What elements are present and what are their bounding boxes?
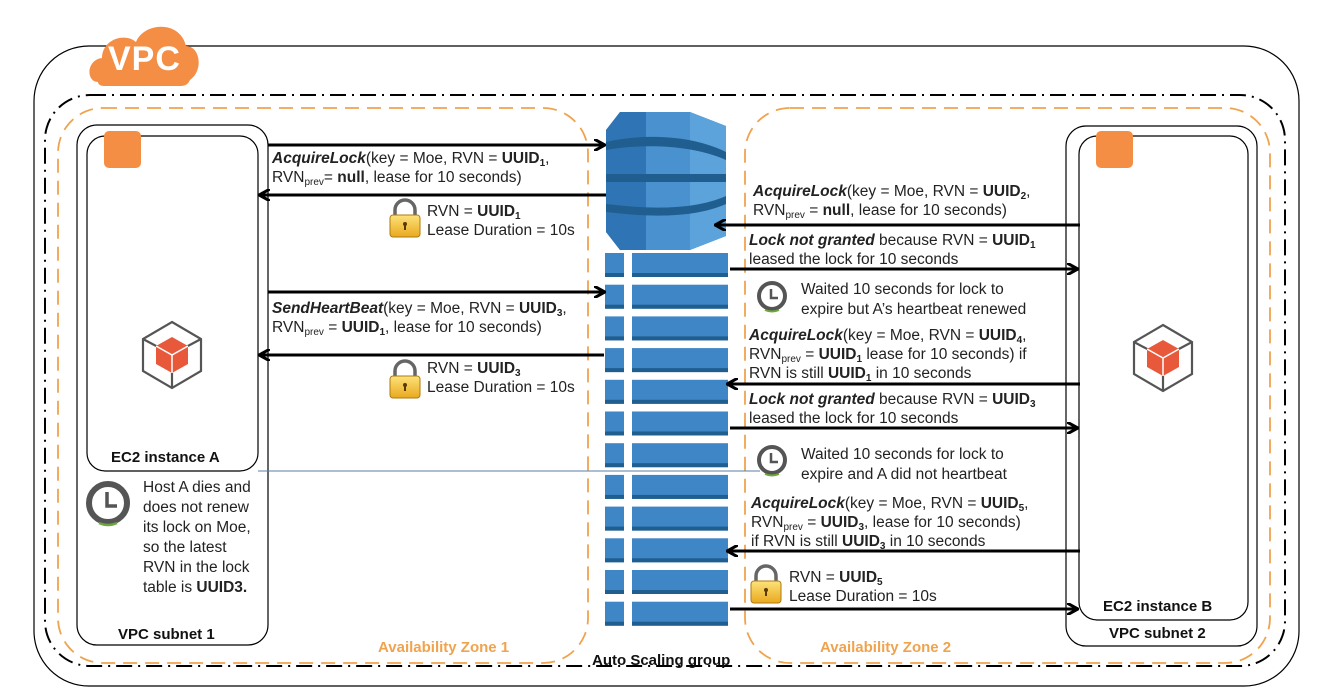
auto-scaling-group-label: Auto Scaling group — [592, 652, 731, 669]
lock-table-row — [605, 538, 728, 563]
wait-note-1: Waited 10 seconds for lock to expire but… — [801, 281, 1027, 318]
vpc-cloud-icon — [89, 26, 199, 86]
lock-table-row — [605, 379, 728, 404]
lock-table-row — [605, 411, 728, 436]
ec2-instance-a-boundary — [86, 135, 259, 472]
operation-name: AcquireLock — [749, 327, 843, 344]
availability-zone-2-boundary — [744, 107, 1271, 664]
operation-name: AcquireLock — [751, 495, 845, 512]
operation-name: AcquireLock — [753, 183, 847, 200]
lock-denied-b-1-response: Lock not granted because RVN = UUID1 lea… — [749, 232, 1036, 268]
send-heartbeat-a-message: SendHeartBeat(key = Moe, RVN = UUID3, RV… — [272, 300, 567, 338]
vpc-subnet-2-label: VPC subnet 2 — [1109, 625, 1206, 642]
subnet-2-badge-icon — [1096, 131, 1133, 168]
acquire-lock-b-1-message: AcquireLock(key = Moe, RVN = UUID2, RVNp… — [753, 183, 1031, 221]
acquire-lock-a-message: AcquireLock(key = Moe, RVN = UUID1, RVNp… — [272, 150, 550, 188]
lock-table-row — [605, 506, 728, 531]
clock-icon — [757, 445, 787, 477]
subnet-1-badge-icon — [104, 131, 141, 168]
acquire-lock-b-2-message: AcquireLock(key = Moe, RVN = UUID4, RVNp… — [749, 327, 1027, 384]
ec2-instance-b-icon — [1132, 323, 1194, 393]
ec2-instance-a-icon — [141, 320, 203, 390]
clock-icon — [86, 481, 130, 527]
ec2-instance-b-label: EC2 instance B — [1103, 598, 1213, 615]
lock-icon — [750, 564, 782, 604]
vpc-subnet-1-boundary — [76, 124, 269, 646]
lock-granted-a-response: RVN = UUID1 Lease Duration = 10s — [427, 203, 575, 239]
lock-table-row — [605, 601, 728, 626]
ec2-instance-a-label: EC2 instance A — [111, 449, 220, 466]
lock-table-row — [605, 316, 728, 341]
lock-table-row — [605, 253, 728, 277]
dynamodb-icon — [606, 112, 726, 250]
availability-zone-2-label: Availability Zone 2 — [820, 639, 952, 656]
host-a-dies-note: Host A dies and does not renew its lock … — [143, 479, 251, 596]
lock-table-row — [605, 443, 728, 468]
lock-granted-b-response: RVN = UUID5 Lease Duration = 10s — [789, 569, 937, 605]
lock-denied-b-2-response: Lock not granted because RVN = UUID3 lea… — [749, 391, 1036, 427]
vpc-subnet-2-boundary — [1065, 125, 1258, 647]
lock-table — [605, 253, 728, 626]
vpc-subnet-1-label: VPC subnet 1 — [118, 626, 215, 643]
auto-scaling-group-boundary — [44, 94, 1286, 667]
ec2-instance-b-boundary — [1078, 135, 1249, 621]
operation-name: AcquireLock — [272, 150, 366, 167]
availability-zone-1-boundary — [57, 107, 589, 664]
availability-zone-1-label: Availability Zone 1 — [378, 639, 510, 656]
vpc-boundary — [33, 45, 1300, 687]
wait-note-2: Waited 10 seconds for lock to expire and… — [801, 446, 1007, 483]
acquire-lock-b-3-message: AcquireLock(key = Moe, RVN = UUID5, RVNp… — [751, 495, 1029, 552]
lock-table-row — [605, 284, 728, 309]
lock-icon — [389, 359, 421, 399]
heartbeat-granted-a-response: RVN = UUID3 Lease Duration = 10s — [427, 360, 575, 396]
clock-icon — [757, 281, 787, 313]
lock-table-row — [605, 570, 728, 594]
lock-icon — [389, 198, 421, 238]
lock-table-row — [605, 348, 728, 373]
lock-table-row — [605, 474, 728, 499]
vpc-label: VPC — [108, 40, 181, 78]
operation-name: SendHeartBeat — [272, 300, 384, 317]
